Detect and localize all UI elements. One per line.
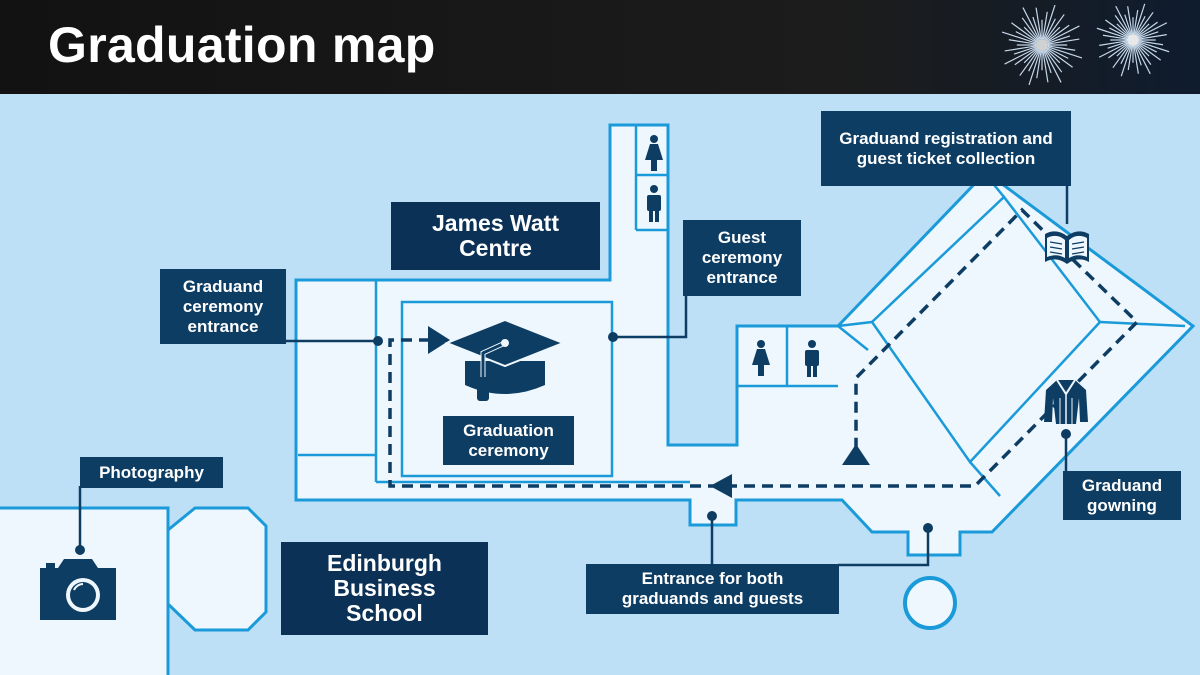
graduand-ceremony-entrance-label: Graduand ceremony entrance [160,269,286,344]
registration-label: Graduand registration and guest ticket c… [821,111,1071,186]
open-book-icon [1045,231,1089,264]
header-bar: Graduation map [0,0,1200,94]
roundabout-marker [903,576,957,630]
gown-icon [1044,379,1088,424]
graduation-ceremony-label: Graduation ceremony [443,416,574,465]
leader-lines [78,186,1069,567]
route-arrow-west [710,474,732,498]
james-watt-centre-label: James Watt Centre [391,202,600,270]
graduation-cap-icon [444,318,566,401]
fireworks-decoration [1001,3,1170,86]
graduand-gowning-label: Graduand gowning [1063,471,1181,520]
page-title: Graduation map [48,17,436,73]
female-toilet-icon [645,135,663,171]
business-school-building [0,506,268,675]
route-arrow-north [842,444,870,465]
female-toilet-icon [752,340,770,376]
guest-ceremony-entrance-label: Guest ceremony entrance [683,220,801,296]
business-school-label: Edinburgh Business School [281,542,488,635]
camera-icon [40,559,116,620]
male-toilet-icon [647,185,661,222]
route-arrow-east [428,326,450,354]
photography-label: Photography [80,457,223,488]
male-toilet-icon [805,340,819,377]
main-entrance-label: Entrance for both graduands and guests [586,564,839,614]
